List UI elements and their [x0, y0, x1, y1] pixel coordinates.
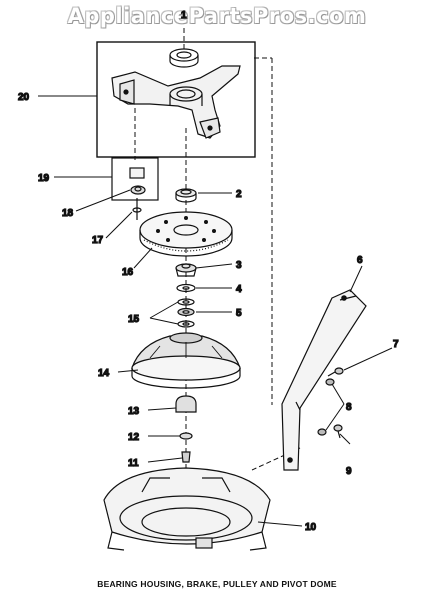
- bearing-housing-part-20: [111, 65, 241, 139]
- seal-part-2: [175, 188, 197, 203]
- callout-4: 4: [236, 284, 242, 295]
- washer-part-12: [179, 432, 193, 440]
- callout-13: 13: [128, 406, 140, 417]
- callout-15: 15: [128, 314, 140, 325]
- callout-19: 19: [38, 173, 50, 184]
- callout-7: 7: [393, 339, 399, 350]
- callout-16: 16: [122, 267, 134, 278]
- callout-12: 12: [128, 432, 140, 443]
- watermark-text: AppliancePartsPros.com: [67, 4, 367, 28]
- bolt-part-9: [333, 424, 343, 439]
- washer-part-5: [177, 307, 195, 317]
- clip-part-13: [175, 395, 197, 413]
- screw-part-17: [132, 198, 142, 220]
- callout-8: 8: [346, 402, 352, 413]
- retainer-part-18: [130, 185, 146, 195]
- collar-part-3: [175, 263, 197, 277]
- nut-part-8: [317, 378, 335, 436]
- callout-1: 1: [181, 10, 187, 21]
- support-bracket-part-6: [281, 289, 367, 471]
- callout-11: 11: [128, 458, 139, 469]
- bracket-part-19: [129, 167, 145, 179]
- diagram-caption: BEARING HOUSING, BRAKE, PULLEY AND PIVOT…: [97, 579, 337, 589]
- callout-18: 18: [62, 208, 74, 219]
- frame-20: [96, 41, 256, 158]
- callout-14: 14: [98, 368, 110, 379]
- bolt-part-7: [327, 367, 344, 377]
- pivot-dome-part-10: [103, 467, 271, 551]
- screw-part-11: [181, 451, 191, 463]
- bearing-part-1: [169, 48, 199, 68]
- callout-20: 20: [18, 92, 30, 103]
- leader-lines: [38, 95, 393, 527]
- callout-17: 17: [92, 235, 104, 246]
- callout-5: 5: [236, 308, 242, 319]
- callout-9: 9: [346, 466, 352, 477]
- pulley-part-14: [131, 332, 241, 389]
- callout-3: 3: [236, 260, 242, 271]
- brake-disc-part-16: [139, 211, 233, 257]
- callout-10: 10: [305, 522, 317, 533]
- callout-6: 6: [357, 255, 363, 266]
- washer-part-4: [176, 283, 196, 293]
- callout-2: 2: [236, 189, 242, 200]
